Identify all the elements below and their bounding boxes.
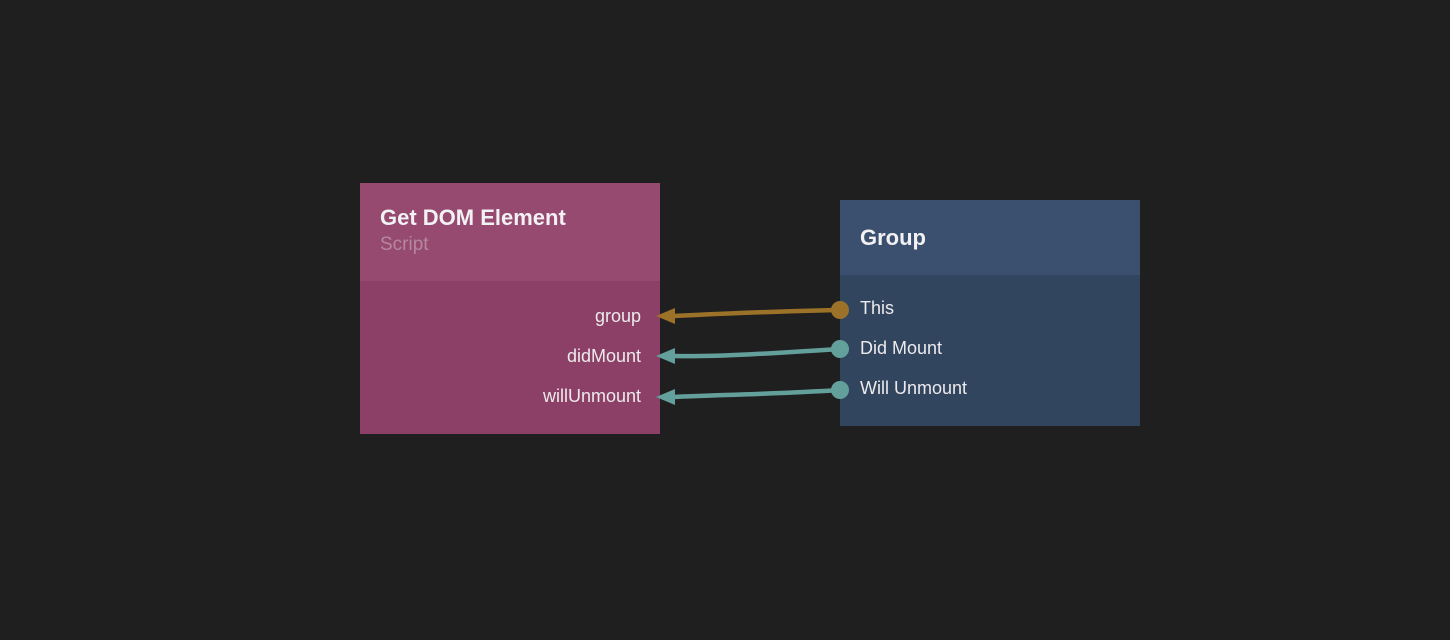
node-get-dom-element-body: group didMount willUnmount [360, 281, 660, 434]
port-label-will-unmount: Will Unmount [860, 377, 968, 398]
port-label-group: group [594, 305, 641, 326]
port-label-willunmount: willUnmount [542, 385, 641, 406]
port-row-this: This [840, 288, 1140, 328]
node-group[interactable]: Group This Did Mount Will Unmount [840, 200, 1140, 426]
port-dot-will-unmount[interactable] [831, 381, 849, 399]
port-label-did-mount: Did Mount [860, 337, 943, 358]
node-get-dom-element-header[interactable]: Get DOM Element Script [360, 183, 660, 281]
wire-didmount[interactable] [656, 346, 841, 364]
port-row-group: group [360, 296, 660, 336]
port-label-didmount: didMount [566, 345, 641, 366]
port-dot-this[interactable] [831, 301, 849, 319]
node-title: Get DOM Element [380, 205, 566, 230]
port-row-did-mount: Did Mount [840, 328, 1140, 368]
port-dot-did-mount[interactable] [831, 340, 849, 358]
wire-path[interactable] [673, 346, 841, 359]
node-group-body: This Did Mount Will Unmount [840, 275, 1140, 426]
node-group-header[interactable]: Group [840, 200, 1140, 275]
port-row-didmount: didMount [360, 336, 660, 376]
node-title: Group [860, 224, 926, 250]
port-row-willunmount: willUnmount [360, 376, 660, 416]
wire-willunmount[interactable] [656, 387, 841, 405]
node-subtitle: Script [380, 233, 429, 255]
wire-path[interactable] [673, 307, 841, 319]
port-row-will-unmount: Will Unmount [840, 368, 1140, 408]
wire-arrowhead-icon [656, 389, 675, 405]
wire-this-to-group[interactable] [656, 307, 841, 324]
node-get-dom-element[interactable]: Get DOM Element Script group didMount wi… [360, 183, 660, 434]
wire-arrowhead-icon [656, 348, 675, 364]
wire-path[interactable] [673, 387, 841, 400]
wire-arrowhead-icon [656, 308, 675, 324]
port-label-this: This [860, 297, 895, 318]
